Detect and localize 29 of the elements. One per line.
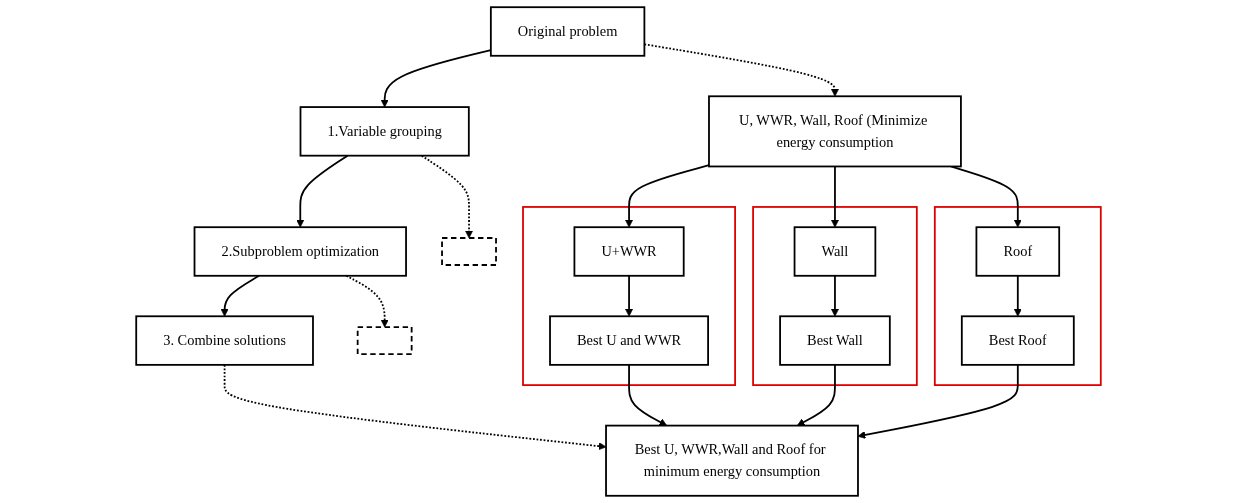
- arrow: [796, 363, 836, 426]
- arrow: [295, 154, 348, 228]
- arrow: [220, 274, 260, 317]
- node-box: 1.Variable grouping: [299, 106, 470, 157]
- node-box: Best U and WWR: [548, 315, 709, 366]
- arrow: [830, 274, 839, 317]
- node-box: U+WWR: [573, 226, 685, 277]
- node-box: Wall: [793, 226, 876, 277]
- node-box: Best Wall: [778, 315, 891, 366]
- node-box: U, WWR, Wall, Roof (Minimize energy consumption: [707, 95, 962, 168]
- arrow: [857, 363, 1019, 439]
- arrow: [1013, 274, 1022, 317]
- node-box: Best Roof: [960, 315, 1075, 366]
- node-box: Best U, WWR,Wall and Roof for minimum energy consumption: [604, 424, 859, 497]
- arrow: [643, 43, 839, 97]
- cluster: [521, 206, 736, 386]
- cluster: [933, 206, 1102, 386]
- arrow: [624, 164, 710, 228]
- arrow: [830, 165, 839, 228]
- node-box: [440, 237, 497, 266]
- node-box: Roof: [975, 226, 1060, 277]
- node-box: 3. Combine solutions: [134, 315, 314, 366]
- cluster: [751, 206, 918, 386]
- arrow: [624, 274, 633, 317]
- arrow: [627, 363, 667, 426]
- node-box: Original problem: [489, 6, 645, 57]
- node-box: 2.Subproblem optimization: [193, 226, 407, 277]
- arrow: [223, 363, 606, 451]
- node-box: [356, 326, 413, 355]
